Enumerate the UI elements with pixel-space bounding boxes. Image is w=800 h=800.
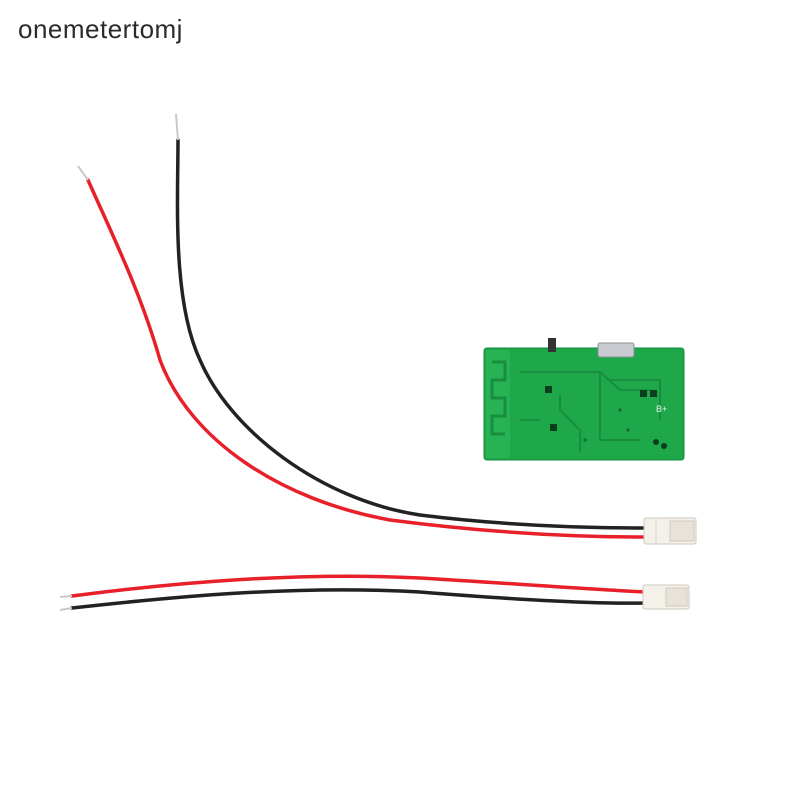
pad: [545, 386, 552, 393]
short-wire-tips: [59, 595, 73, 611]
board-label: B+: [656, 404, 667, 414]
black-wire-short: [70, 588, 647, 610]
black-wire-long-tip: [175, 113, 179, 141]
black-wire-long: [175, 138, 647, 530]
via: [583, 438, 587, 442]
via: [626, 428, 630, 432]
via: [618, 408, 622, 412]
usb-port: [597, 342, 635, 358]
watermark-text: onemetertomj: [18, 14, 183, 44]
solder-point: [653, 439, 659, 445]
pad: [640, 390, 647, 397]
pcb-board: B+: [483, 338, 685, 461]
solder-point: [661, 443, 667, 449]
jst-connector-bottom: [642, 584, 690, 610]
jst-connector-top: [643, 517, 697, 545]
red-wire-long: [86, 178, 647, 539]
pad: [650, 390, 657, 397]
red-wire-short: [70, 574, 647, 598]
pad: [550, 424, 557, 431]
red-wire-long-tip: [77, 165, 89, 181]
switch-component: [548, 338, 556, 352]
antenna-trace: [490, 360, 507, 436]
